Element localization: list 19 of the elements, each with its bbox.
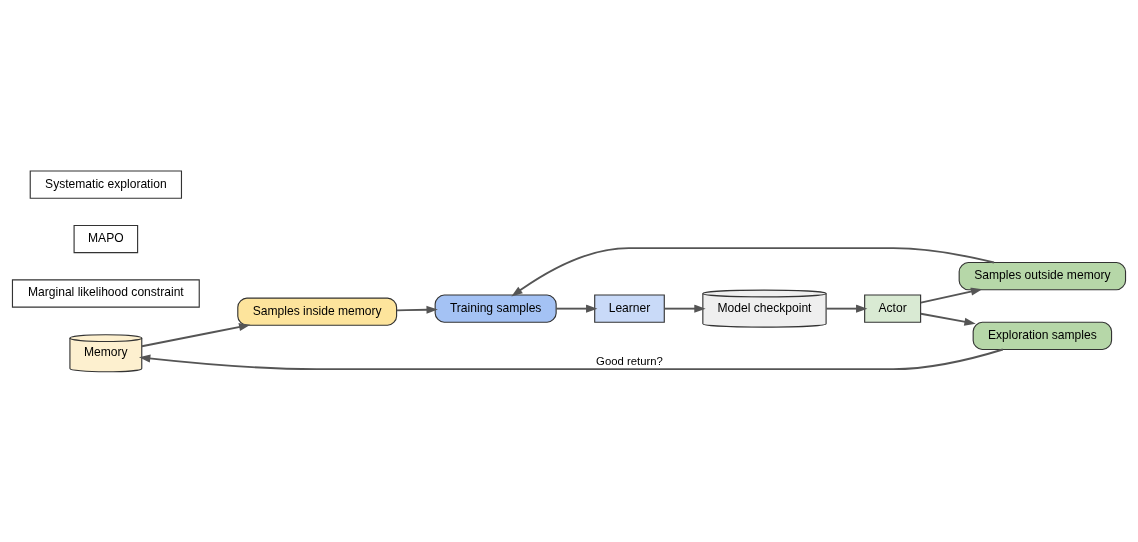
arrow xyxy=(141,322,251,347)
node-box: Samples outside memory xyxy=(958,261,1127,290)
arrow xyxy=(663,304,706,313)
arrow xyxy=(395,305,438,314)
arrow xyxy=(920,287,983,304)
node-box: Training samples xyxy=(434,293,557,323)
node-box: Systematic exploration xyxy=(29,169,183,199)
arrow xyxy=(555,304,598,313)
arrow xyxy=(511,246,995,297)
node-box: Learner xyxy=(594,293,665,323)
node-box: Marginal likelihood constraint xyxy=(11,278,200,308)
edge-label: Good return? xyxy=(596,354,663,367)
arrow xyxy=(920,312,976,326)
arrow xyxy=(825,304,868,313)
node-box: Exploration samples xyxy=(972,321,1113,350)
arrow xyxy=(138,348,1004,370)
node-box: MAPO xyxy=(73,224,139,253)
node-box: Actor xyxy=(864,293,922,323)
node-box: Samples inside memory xyxy=(237,297,398,326)
